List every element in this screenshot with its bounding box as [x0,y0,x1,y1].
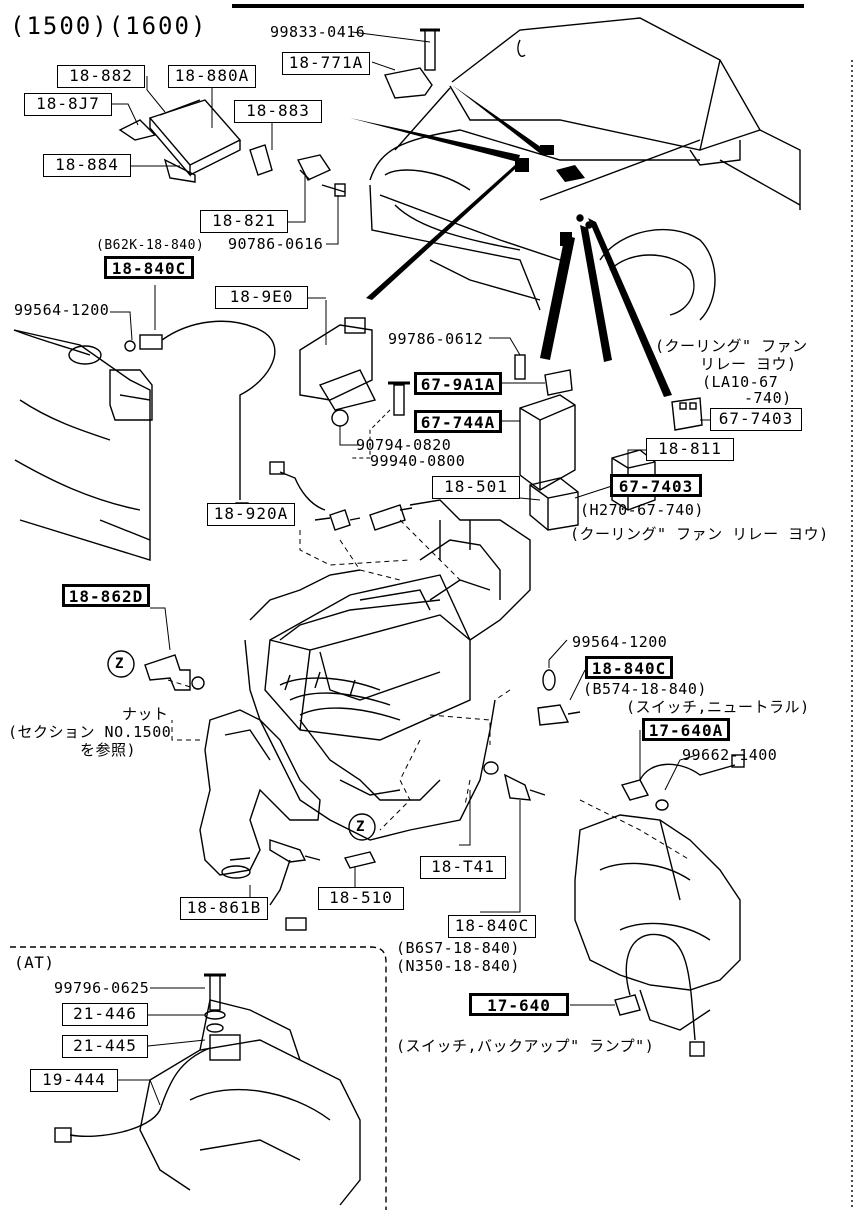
intake-manifold [279,671,401,721]
note-see: を参照) [80,741,137,759]
knock-sensor [269,461,361,531]
relay-module [514,354,576,491]
ref-z-1: Z [115,656,124,672]
nut [191,676,205,690]
bolt-label-90786-0616[interactable]: 90786-0616 [228,235,324,253]
bolt-label-99796-0625[interactable]: 99796-0625 [54,979,150,997]
inhibitor-wire [54,1047,211,1143]
bolt [331,381,410,459]
leader-lines [118,987,206,1106]
part-label-18-9E0[interactable]: 18-9E0 [215,286,308,309]
part-label-18-882[interactable]: 18-882 [57,65,145,88]
part-label-18-811[interactable]: 18-811 [646,438,734,461]
bolt-label-99940-0800[interactable]: 99940-0800 [370,452,466,470]
engine-block [244,499,531,841]
part-label-18-8J7[interactable]: 18-8J7 [24,93,112,116]
part-label-67-7403-mid[interactable]: 67-7403 [610,474,702,497]
relay-67-7403-mid [529,477,579,531]
part-label-18-880A[interactable]: 18-880A [168,65,256,88]
bolt-label-90794-0820[interactable]: 90794-0820 [356,436,452,454]
part-label-18-840C-top[interactable]: 18-840C [104,256,194,279]
part-label-18-884[interactable]: 18-884 [43,154,131,177]
car-body [369,17,801,321]
ref-circle-z [348,813,376,841]
neutral-switch [620,754,745,811]
part-label-18-840C-mid[interactable]: 18-840C [585,656,673,679]
ref-circle-z [107,650,135,678]
part-label-18-840C-low[interactable]: 18-840C [448,915,536,938]
at-transmission [139,973,361,1206]
dashed-routing [167,519,691,861]
sensor-18-501 [369,504,413,531]
pointer-wedge [540,235,575,360]
part-label-18-861B[interactable]: 18-861B [180,897,268,920]
note-switch-neutral: (スイッチ,ニュートラル) [626,698,810,716]
note-switch-backup: (スイッチ,バックアップ" ランプ") [396,1037,655,1055]
part-label-67-744A[interactable]: 67-744A [414,410,502,433]
at-section-border [10,946,387,1210]
bolt-label-99662-1400[interactable]: 99662-1400 [682,746,778,764]
ref-z-2: Z [356,819,365,835]
part-label-21-445[interactable]: 21-445 [62,1035,148,1058]
temp-sensor-mid [537,669,581,726]
leader-lines [249,639,698,913]
note-section: (セクション NO.1500 [8,723,172,741]
bolt-label-99786-0612[interactable]: 99786-0612 [388,330,484,348]
part-label-67-7403-right[interactable]: 67-7403 [710,408,802,431]
part-label-18-771A[interactable]: 18-771A [282,52,370,75]
bracket-18-9E0 [299,297,377,411]
transmission [574,814,741,1031]
pointer-wedge [580,225,612,362]
part-label-18-501[interactable]: 18-501 [432,476,520,499]
pointer-wedge [350,118,520,162]
bolt-label-99564-1200-mid[interactable]: 99564-1200 [572,633,668,651]
note-at: (AT) [14,953,55,972]
note-nut: ナット [122,705,169,723]
bolt-label-99833-0416[interactable]: 99833-0416 [270,23,366,41]
note-b62k: (B62K-18-840) [96,238,205,253]
radiator [13,329,153,561]
part-label-18-510[interactable]: 18-510 [318,887,404,910]
note-cooling-1: (クーリング" ファン [655,337,808,355]
backup-lamp-switch [570,933,705,1057]
oxygen-sensor [269,839,321,931]
note-b6s7: (B6S7-18-840) [396,939,520,957]
note-cooling-3: (クーリング" ファン リレー ヨウ) [570,525,829,543]
sensor-18-510 [343,851,377,890]
part-label-67-9A1A[interactable]: 67-9A1A [414,372,502,395]
note-la10-1: (LA10-67 [702,373,779,391]
bolt-label-99564-1200-top[interactable]: 99564-1200 [14,301,110,319]
note-la10-2: -740) [744,389,792,407]
note-h270: (H270-67-740) [580,501,704,519]
pointer-wedge [366,160,525,300]
part-label-17-640[interactable]: 17-640 [469,993,569,1016]
part-label-18-920A[interactable]: 18-920A [207,503,295,526]
part-label-21-446[interactable]: 21-446 [62,1003,148,1026]
part-label-17-640A[interactable]: 17-640A [642,718,730,741]
part-label-18-821[interactable]: 18-821 [200,210,288,233]
part-label-19-444[interactable]: 19-444 [30,1069,118,1092]
part-label-18-862D[interactable]: 18-862D [62,584,150,607]
note-cooling-2: リレー ヨウ) [700,355,797,373]
leader-lines [112,31,431,245]
bolt [424,29,436,71]
temp-sensor [124,320,276,516]
note-n350: (N350-18-840) [396,957,520,975]
part-label-18-883[interactable]: 18-883 [234,100,322,123]
part-label-18-T41[interactable]: 18-T41 [420,856,506,879]
map-sensor [384,67,433,99]
pointer-wedge [588,218,672,397]
pointer-wedge [452,85,545,155]
bracket-18-862D [144,654,191,691]
sensor-t41 [483,761,546,801]
note-b574: (B574-18-840) [583,680,707,698]
ecu-assembly [118,99,346,197]
exhaust-manifold [199,709,321,879]
relay-67-7403 [671,397,703,431]
page-title: (1500)(1600) [10,12,208,40]
